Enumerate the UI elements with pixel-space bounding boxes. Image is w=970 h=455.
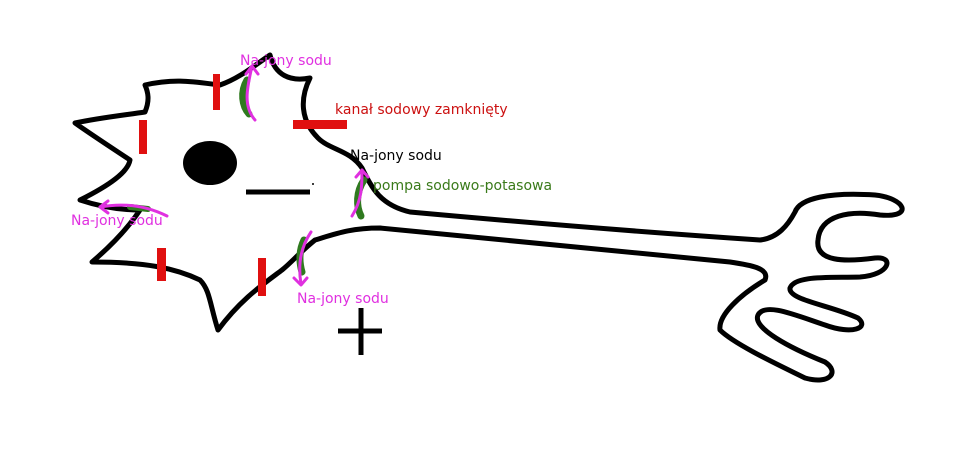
label-sodium-ions-right: Na-jony sodu bbox=[350, 148, 442, 164]
sodium-channel-closed-example bbox=[293, 120, 347, 129]
label-closed-channel: kanał sodowy zamknięty bbox=[335, 102, 508, 118]
ion-arrow-right bbox=[350, 168, 370, 218]
label-pump: pompa sodowo-potasowa bbox=[373, 178, 552, 194]
sodium-channel-upper-left bbox=[139, 120, 147, 154]
label-sodium-ions-bottom: Na-jony sodu bbox=[297, 291, 389, 307]
sodium-channel-bottom bbox=[258, 258, 266, 296]
ion-arrow-top bbox=[244, 64, 260, 122]
label-sodium-ions-left: Na-jony sodu bbox=[71, 213, 163, 229]
sodium-channel-lower-left bbox=[157, 248, 166, 281]
plus-sign bbox=[338, 308, 382, 355]
label-sodium-ions-top: Na-jony sodu bbox=[240, 53, 332, 69]
sodium-channel-top bbox=[213, 74, 220, 110]
dot bbox=[312, 183, 314, 185]
ion-arrow-left bbox=[98, 199, 169, 218]
pump-top bbox=[239, 76, 253, 118]
ion-arrow-bottom bbox=[292, 230, 313, 287]
neuron-outline bbox=[72, 52, 905, 383]
nucleus bbox=[183, 141, 237, 185]
